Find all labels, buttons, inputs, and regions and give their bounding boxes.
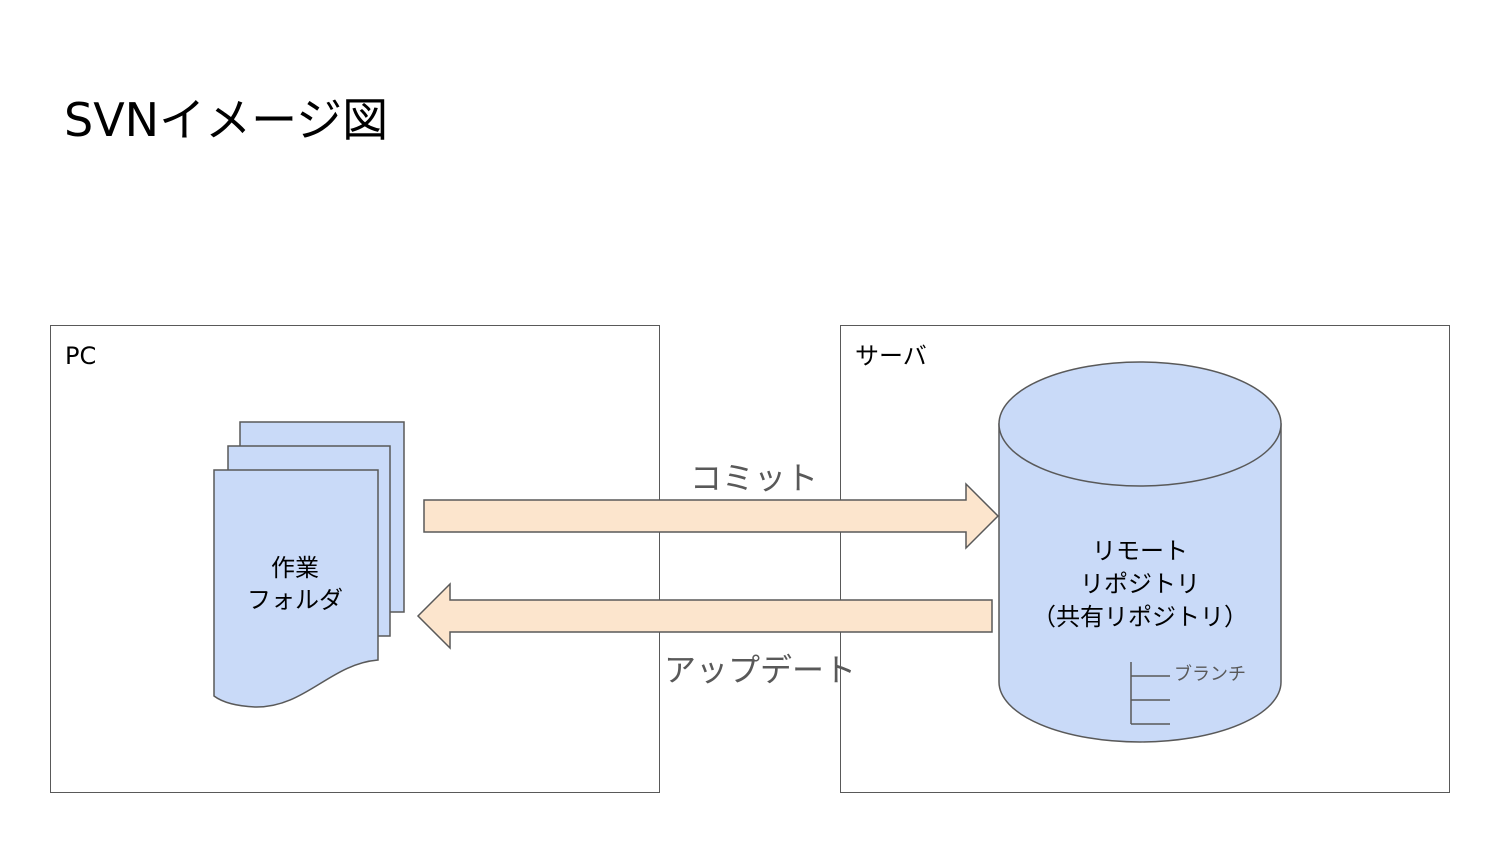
branch-tree-icon — [1130, 662, 1170, 725]
repository-label: リモート リポジトリ （共有リポジトリ） — [1000, 535, 1280, 634]
slide-title: SVNイメージ図 — [64, 93, 389, 147]
commit-label: コミット — [690, 459, 819, 497]
document-sheet-front — [213, 469, 379, 708]
update-label: アップデート — [664, 651, 857, 689]
pc-box: PC — [50, 325, 660, 793]
working-folder-label: 作業 フォルダ — [222, 552, 368, 616]
commit-arrow — [423, 482, 1000, 550]
repository-label-line1: リモート — [1092, 537, 1188, 565]
update-arrow — [416, 582, 993, 650]
working-folder-label-line2: フォルダ — [247, 586, 343, 614]
pc-box-label: PC — [65, 342, 97, 370]
cylinder-top — [998, 361, 1282, 487]
repository-cylinder-icon — [998, 361, 1282, 743]
working-folder-icon — [213, 421, 405, 708]
cylinder-body — [998, 423, 1282, 743]
server-box-label: サーバ — [855, 342, 927, 370]
repository-label-line3: （共有リポジトリ） — [1032, 603, 1248, 631]
server-box: サーバ — [840, 325, 1450, 793]
working-folder-label-line1: 作業 — [271, 554, 319, 582]
repository-label-line2: リポジトリ — [1080, 570, 1200, 598]
branch-label: ブランチ — [1174, 664, 1246, 685]
